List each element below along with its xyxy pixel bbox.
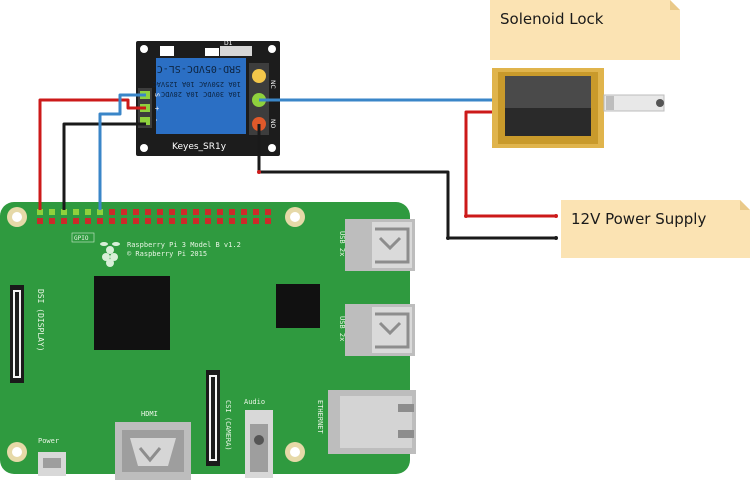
pin-minus-label: - bbox=[153, 119, 160, 121]
gpio-label: GPIO bbox=[74, 235, 89, 242]
wire-red-5v bbox=[38, 98, 146, 210]
power-port bbox=[38, 452, 66, 476]
gpio-pin bbox=[73, 218, 79, 224]
power-supply-title: 12V Power Supply bbox=[571, 210, 706, 228]
relay-name-label: Keyes_SR1y bbox=[172, 142, 227, 152]
wires bbox=[38, 93, 558, 240]
gpio-pin bbox=[265, 218, 271, 224]
gpio-pin bbox=[157, 218, 163, 224]
gpio-pin bbox=[109, 209, 115, 215]
relay-rating-1: 10A 250VAC 10A 125VAC bbox=[152, 80, 241, 88]
terminal-nc bbox=[252, 69, 266, 83]
gpio-pin bbox=[253, 218, 259, 224]
gpio-pin bbox=[217, 209, 223, 215]
gpio-pin bbox=[229, 209, 235, 215]
gpio-pin bbox=[253, 209, 259, 215]
pin-s-label: S bbox=[153, 93, 160, 97]
gpio-pin bbox=[133, 218, 139, 224]
gpio-pin bbox=[37, 218, 43, 224]
gpio-header bbox=[37, 209, 271, 224]
usb-port-2 bbox=[345, 304, 415, 356]
gpio-pin bbox=[121, 218, 127, 224]
wire-black-no bbox=[257, 124, 556, 240]
wire-blue-signal bbox=[98, 93, 146, 210]
gpio-pin bbox=[145, 209, 151, 215]
soc-chip bbox=[94, 276, 170, 350]
wire-red-solenoid bbox=[464, 110, 556, 218]
gpio-pin bbox=[37, 209, 43, 215]
gpio-pin bbox=[193, 209, 199, 215]
csi-label: CSI (CAMERA) bbox=[224, 400, 232, 451]
gpio-pin bbox=[181, 218, 187, 224]
ethernet-port bbox=[328, 390, 416, 454]
gpio-pin bbox=[61, 218, 67, 224]
gpio-pin bbox=[85, 218, 91, 224]
gpio-pin bbox=[205, 209, 211, 215]
hdmi-port bbox=[115, 422, 191, 480]
dsi-label: DSI (DISPLAY) bbox=[36, 289, 45, 352]
relay-module: D1 SRD-05VDC-SL-C 10A 250VAC 10A 125VAC … bbox=[136, 40, 280, 156]
solenoid-note: Solenoid Lock bbox=[490, 0, 680, 60]
pi-copyright-label: © Raspberry Pi 2015 bbox=[127, 250, 207, 258]
gpio-pin bbox=[241, 209, 247, 215]
dsi-connector bbox=[10, 285, 24, 383]
relay-body bbox=[156, 58, 246, 134]
audio-jack bbox=[245, 410, 273, 478]
gpio-pin bbox=[121, 209, 127, 215]
solenoid-title: Solenoid Lock bbox=[500, 10, 604, 28]
gpio-pin bbox=[97, 209, 103, 215]
pi-model-label: Raspberry Pi 3 Model B v1.2 bbox=[127, 241, 241, 249]
pin-plus-label: + bbox=[153, 106, 160, 111]
raspberry-logo-icon bbox=[100, 242, 120, 267]
gpio-pin bbox=[157, 209, 163, 215]
terminal-no-label: NO bbox=[269, 119, 276, 128]
power-label: Power bbox=[38, 437, 59, 445]
gpio-pin bbox=[229, 218, 235, 224]
terminal-nc-label: NC bbox=[269, 80, 276, 89]
solenoid-lock bbox=[492, 68, 665, 148]
gpio-pin bbox=[241, 218, 247, 224]
csi-connector bbox=[206, 370, 220, 466]
raspberry-pi-board: GPIO Raspberry Pi 3 Model B v1.2 © Raspb… bbox=[0, 202, 416, 480]
gpio-pin bbox=[193, 218, 199, 224]
gpio-pin bbox=[217, 218, 223, 224]
gpio-pin bbox=[133, 209, 139, 215]
wire-black-gnd bbox=[62, 122, 146, 210]
power-supply-note: 12V Power Supply bbox=[561, 200, 750, 258]
gpio-pin bbox=[85, 209, 91, 215]
gpio-pin bbox=[109, 218, 115, 224]
gpio-pin bbox=[169, 218, 175, 224]
relay-part-label: SRD-05VDC-SL-C bbox=[157, 63, 241, 74]
gpio-pin bbox=[205, 218, 211, 224]
usb-port-1 bbox=[345, 219, 415, 271]
gpio-pin bbox=[265, 209, 271, 215]
audio-label: Audio bbox=[244, 398, 265, 406]
gpio-pin bbox=[169, 209, 175, 215]
gpio-pin bbox=[61, 209, 67, 215]
gpio-pin bbox=[97, 218, 103, 224]
relay-rating-2: 10A 30VDC 10A 28VDC bbox=[161, 90, 241, 98]
ethernet-label: ETHERNET bbox=[316, 400, 324, 435]
gpio-pin bbox=[145, 218, 151, 224]
gpio-pin bbox=[49, 209, 55, 215]
usb-2-label: USB 2x bbox=[338, 316, 346, 341]
usb-1-label: USB 2x bbox=[338, 231, 346, 256]
lan-chip bbox=[276, 284, 320, 328]
gpio-pin bbox=[181, 209, 187, 215]
hdmi-label: HDMI bbox=[141, 410, 158, 418]
diode-label: D1 bbox=[224, 40, 233, 47]
gpio-pin bbox=[73, 209, 79, 215]
gpio-pin bbox=[49, 218, 55, 224]
